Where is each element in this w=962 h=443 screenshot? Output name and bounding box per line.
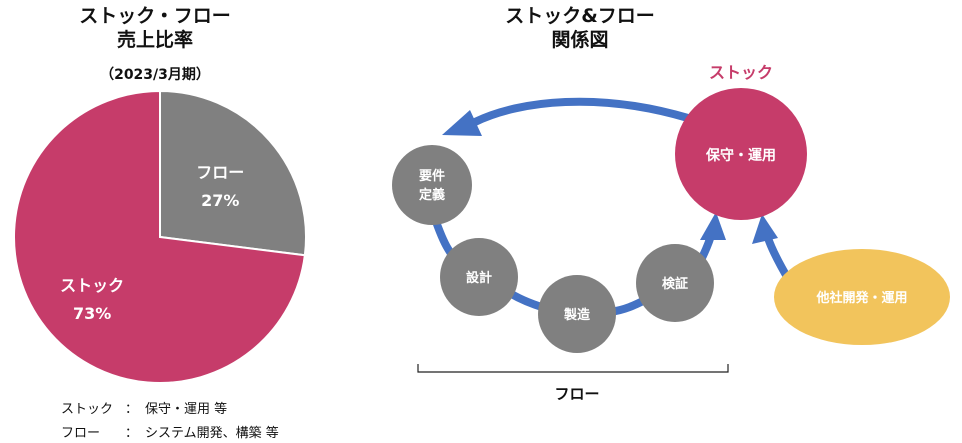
legend-row-flow: フロー ： システム開発、構築 等: [61, 422, 279, 441]
other-company-ellipse: [774, 249, 950, 345]
stock-circle: [675, 88, 807, 220]
flow-node-requirements-line1: 要件: [419, 168, 445, 184]
diagram-title-line1: ストック&フロー: [505, 5, 655, 27]
pie-title-line1: ストック・フロー: [79, 5, 231, 27]
flow-node-verification: [636, 244, 714, 322]
pie-title: ストック・フロー 売上比率: [40, 4, 270, 52]
flow-node-requirements: [392, 145, 472, 225]
pie-slice-value-1: 73%: [73, 304, 111, 323]
legend-desc: 保守・運用 等: [145, 402, 228, 417]
top-return-arrow-line: [473, 97, 690, 126]
stock-label: ストック: [709, 63, 773, 82]
legend-row-stock: ストック ： 保守・運用 等: [61, 398, 227, 417]
flow-node-manufacture: [538, 275, 616, 353]
flow-to-stock-arrowhead: [700, 212, 726, 240]
top-return-arrowhead: [442, 110, 482, 136]
pie-slice-1: [13, 89, 306, 384]
flow-node-requirements-line2: 定義: [418, 187, 445, 203]
flow-node-manufacture-label: 製造: [563, 307, 591, 323]
flow-node-design-label: 設計: [466, 270, 492, 286]
pie-slice-0: [159, 89, 307, 257]
pie-title-line2: 売上比率: [116, 29, 193, 51]
other-to-stock-arrowhead: [752, 214, 778, 244]
pie-slice-value-0: 27%: [201, 191, 239, 210]
pie-chart: フロー 27% ストック 73%: [13, 89, 307, 384]
legend-term: ストック: [61, 402, 114, 417]
flow-node-design: [440, 238, 518, 316]
stock-circle-label: 保守・運用: [705, 147, 776, 164]
flow-node-verification-label: 検証: [662, 276, 688, 292]
flow-bracket-label: フロー: [554, 385, 599, 403]
legend-term: フロー: [61, 426, 101, 441]
legend-desc: システム開発、構築 等: [145, 426, 279, 441]
pie-slice-label-1: ストック: [60, 276, 124, 295]
flow-bracket: [417, 364, 729, 373]
other-company-label: 他社開発・運用: [815, 290, 907, 306]
pie-subtitle: （2023/3月期）: [100, 67, 210, 83]
legend-sep: ：: [125, 402, 139, 417]
pie-slice-label-0: フロー: [196, 163, 244, 182]
diagram-title-line2: 関係図: [551, 29, 609, 51]
legend-sep: ：: [125, 426, 139, 441]
diagram-title: ストック&フロー 関係図: [470, 4, 690, 52]
